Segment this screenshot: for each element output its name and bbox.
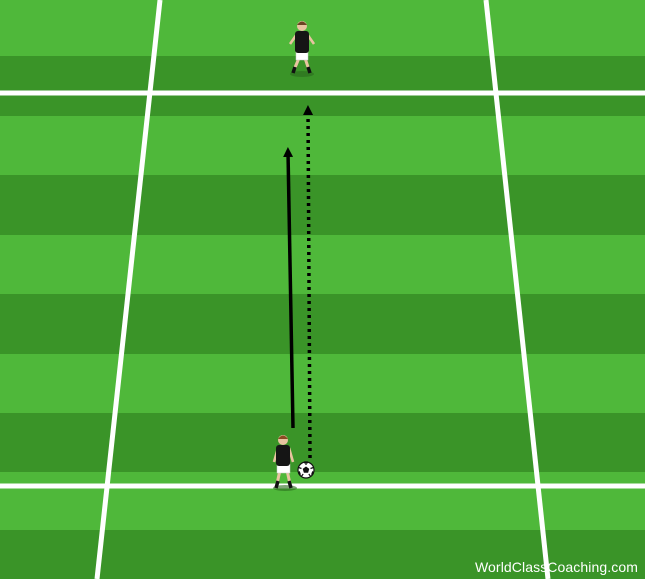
soccer-ball [297,461,315,479]
watermark-text: WorldClassCoaching.com [474,559,638,575]
goalkeeper-player [288,21,316,77]
right-sideline [483,0,551,579]
run-arrow [283,147,295,429]
attacker-player [272,435,297,491]
left-sideline [94,0,163,579]
pass-arrow [303,105,314,459]
